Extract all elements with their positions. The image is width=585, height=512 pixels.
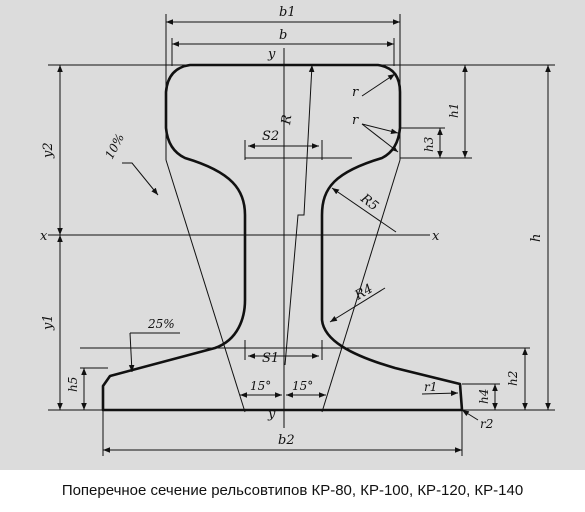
label-slope-base: 25% [147,317,175,331]
label-S2: S2 [262,129,279,144]
label-r-lower: r [352,113,359,128]
label-angle-right: 15° [292,379,313,393]
label-R4: R4 [352,281,376,304]
technical-drawing-svg: b1 b b2 y y x x y2 y1 h h1 h3 h2 h4 h5 r… [40,5,555,456]
label-h1: h1 [447,103,461,118]
label-h2: h2 [506,371,520,386]
taper-line-right [321,159,401,413]
label-y1: y1 [41,314,56,331]
leader-slope-head [122,162,159,196]
label-R: R [279,114,295,127]
leader-slope-base [130,332,180,372]
dim-r-web [284,64,315,366]
label-r2: r2 [480,417,493,431]
label-S1: S1 [262,351,279,366]
leader-r5 [331,187,397,233]
rail-cross-section-drawing: b1 b b2 y y x x y2 y1 h h1 h3 h2 h4 h5 r… [0,0,585,470]
label-x-left: x [40,229,48,244]
taper-line-left [165,159,246,413]
label-r-upper: r [352,85,359,100]
label-b: b [279,28,287,43]
leader-r4 [329,287,386,323]
label-y2: y2 [41,142,56,159]
label-h3: h3 [422,136,436,152]
label-b2: b2 [278,433,295,448]
label-r1: r1 [424,380,437,394]
leader-r-upper [361,73,396,97]
label-R5: R5 [357,191,381,215]
leader-r2 [461,409,479,421]
label-x-right: x [432,229,440,244]
label-y-bottom: y [267,407,276,422]
label-h4: h4 [477,389,491,404]
label-h: h [529,234,544,242]
label-angle-left: 15° [250,379,271,393]
label-slope-head: 10% [102,131,127,161]
leader-r1 [421,390,459,396]
leader-r-lower [361,123,399,135]
label-b1: b1 [279,5,296,20]
figure-caption: Поперечное сечение рельсовтипов КР-80, К… [0,470,585,512]
label-h5: h5 [66,377,80,392]
label-y-top: y [267,47,276,62]
